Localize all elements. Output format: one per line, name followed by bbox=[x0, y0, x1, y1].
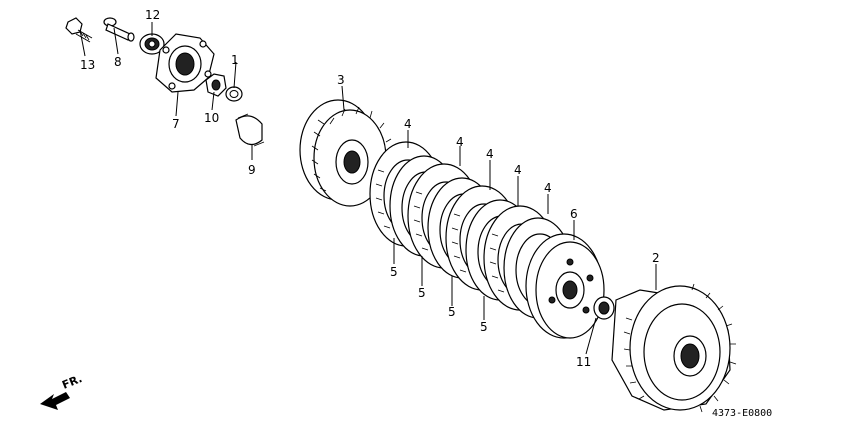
front-direction-indicator: FR. bbox=[40, 372, 84, 410]
part-6-pressure-plate bbox=[525, 233, 605, 339]
callout-2: 2 bbox=[652, 251, 660, 265]
callout-4: 4 bbox=[404, 117, 412, 131]
part-7-lifter-plate bbox=[155, 33, 215, 93]
callout-12: 12 bbox=[145, 8, 160, 22]
callout-5: 5 bbox=[480, 320, 488, 334]
front-arrow-icon bbox=[40, 392, 70, 410]
clutch-disc-stack bbox=[369, 141, 573, 319]
part-2-clutch-outer bbox=[611, 283, 737, 413]
callout-4: 4 bbox=[514, 163, 522, 177]
callout-5: 5 bbox=[418, 286, 426, 300]
front-label: FR. bbox=[60, 372, 84, 392]
callout-6: 6 bbox=[570, 207, 578, 221]
callout-4: 4 bbox=[486, 147, 494, 161]
callout-13: 13 bbox=[80, 58, 95, 72]
part-3-clutch-center bbox=[299, 99, 394, 207]
callout-3: 3 bbox=[337, 73, 345, 87]
callout-4: 4 bbox=[456, 135, 464, 149]
part-13-bolt bbox=[65, 17, 93, 43]
callout-4: 4 bbox=[544, 181, 552, 195]
part-8-pin bbox=[103, 17, 135, 42]
part-1-washer bbox=[225, 86, 243, 102]
part-10-lock-nut bbox=[205, 73, 227, 97]
callout-labels: 13 8 12 7 10 1 9 3 4 4 4 4 4 5 5 5 5 6 1… bbox=[80, 8, 660, 369]
part-12-bearing bbox=[139, 33, 165, 55]
callout-7: 7 bbox=[172, 117, 180, 131]
part-11-lock-washer bbox=[593, 296, 615, 320]
leader-lines bbox=[79, 22, 657, 355]
callout-1: 1 bbox=[231, 53, 239, 67]
callout-5: 5 bbox=[448, 305, 456, 319]
callout-9: 9 bbox=[248, 163, 256, 177]
callout-5: 5 bbox=[390, 265, 398, 279]
callout-10: 10 bbox=[204, 111, 219, 125]
callout-11: 11 bbox=[576, 355, 591, 369]
diagram-code: 4373-E0800 bbox=[712, 408, 772, 419]
part-9-spring bbox=[235, 113, 265, 147]
callout-8: 8 bbox=[114, 55, 122, 69]
